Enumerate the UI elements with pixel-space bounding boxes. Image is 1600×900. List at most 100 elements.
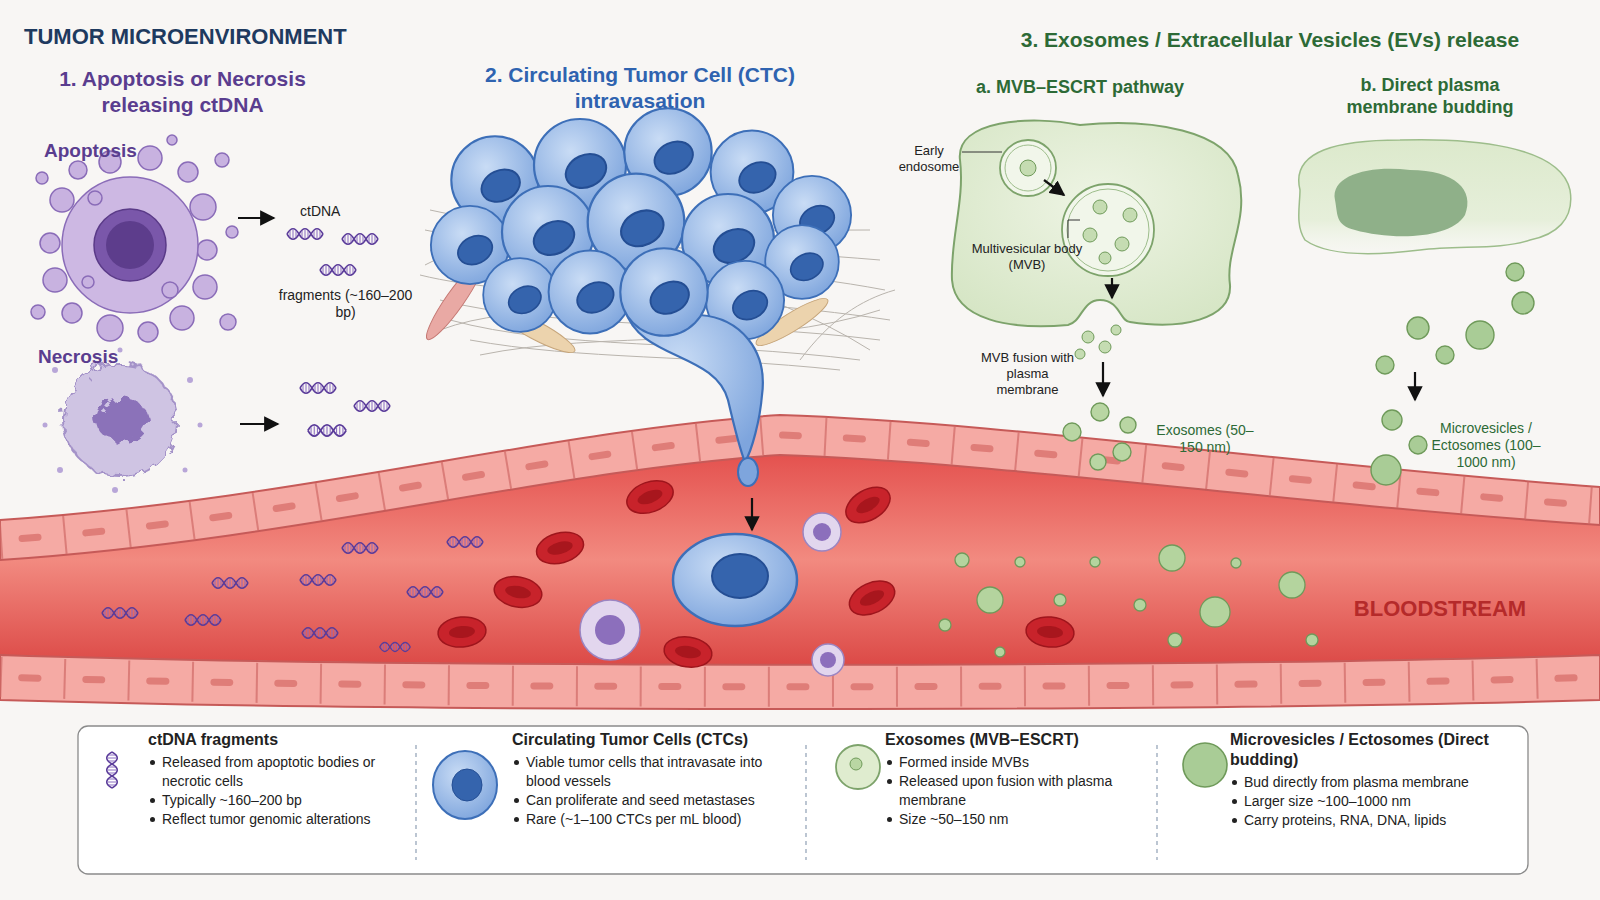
bullet-item: Size ~50–150 nm bbox=[885, 810, 1147, 829]
necrotic-cell-part-part bbox=[57, 467, 63, 473]
blood-vesicles-part bbox=[1159, 545, 1185, 571]
blood-vessel-part bbox=[0, 677, 1600, 687]
circulating-tumor-cell-part bbox=[673, 534, 797, 626]
summary-column: ctDNA fragmentsReleased from apoptotic b… bbox=[148, 730, 403, 829]
bullet-item: Carry proteins, RNA, DNA, lipids bbox=[1230, 811, 1515, 830]
blood-vesicles-part bbox=[1279, 572, 1305, 598]
process-arrows bbox=[238, 180, 1415, 530]
tumor-cells-part bbox=[738, 458, 758, 486]
process-arrows-part bbox=[238, 217, 274, 219]
bloodstream-band: BLOODSTREAM bbox=[1335, 596, 1545, 622]
released-ctdna bbox=[287, 229, 390, 436]
summary-panel-part bbox=[850, 758, 862, 770]
bullet-item: Bud directly from plasma membrane bbox=[1230, 773, 1515, 792]
apoptotic-cell-part bbox=[62, 303, 82, 323]
exosomes-part bbox=[1063, 423, 1081, 441]
summary-panel-part bbox=[107, 752, 118, 788]
process-arrows-part bbox=[240, 423, 278, 425]
structure-label: MVB fusion with plasma membrane bbox=[975, 350, 1080, 398]
mvb-cell-part-part bbox=[1093, 200, 1107, 214]
apoptotic-cell-part bbox=[138, 322, 158, 342]
microvesicles-part bbox=[1506, 263, 1524, 281]
microvesicles-part bbox=[1512, 292, 1534, 314]
red-blood-cells-part bbox=[1025, 615, 1075, 649]
red-blood-cells-part bbox=[662, 634, 714, 670]
blood-ctdna-part bbox=[407, 587, 443, 598]
subsection-heading: b. Direct plasma membrane budding bbox=[1320, 75, 1540, 119]
apoptotic-cell-part bbox=[170, 306, 194, 330]
column-heading: Microvesicles / Ectosomes (Direct buddin… bbox=[1230, 730, 1515, 770]
necrotic-cell-part-part bbox=[43, 423, 48, 428]
blood-vessel-part bbox=[0, 435, 1600, 540]
red-blood-cells-part bbox=[840, 480, 897, 530]
red-blood-cells-part bbox=[622, 475, 677, 520]
blood-vessel-part bbox=[0, 435, 1600, 540]
bullet-item: Rare (~1–100 CTCs per mL blood) bbox=[512, 810, 794, 829]
summary-panel-part bbox=[78, 726, 1528, 874]
mvb-cell-part-part bbox=[1083, 228, 1097, 242]
mvb-cell bbox=[952, 121, 1241, 359]
leader-lines bbox=[962, 152, 1080, 238]
cell-label: Necrosis bbox=[38, 345, 118, 368]
budding-cell bbox=[1299, 140, 1571, 254]
mvb-cell-part bbox=[1000, 140, 1056, 196]
tumor-cells bbox=[431, 108, 851, 486]
red-blood-cells bbox=[437, 475, 1075, 670]
microvesicles-part bbox=[1371, 455, 1401, 485]
apoptotic-cell-part bbox=[62, 177, 198, 313]
apoptotic-cell-part bbox=[226, 226, 238, 238]
blood-vessel bbox=[0, 415, 1600, 709]
section-heading: 3. Exosomes / Extracellular Vesicles (EV… bbox=[980, 27, 1560, 53]
apoptotic-cell-part bbox=[162, 282, 178, 298]
vesicle-label: Exosomes (50–150 nm) bbox=[1145, 422, 1265, 456]
microvesicles-part bbox=[1409, 436, 1427, 454]
mvb-cell-part-part bbox=[1082, 331, 1094, 343]
white-blood-cells-part bbox=[595, 615, 625, 645]
summary-panel-part bbox=[836, 745, 880, 789]
apoptotic-cell-part bbox=[215, 153, 229, 167]
bullet-item: Viable tumor cells that intravasate into… bbox=[512, 753, 794, 791]
apoptotic-cell-part bbox=[50, 188, 74, 212]
process-arrows-part bbox=[1044, 180, 1064, 195]
leader-lines-part bbox=[1068, 220, 1080, 238]
apoptotic-cell-part bbox=[36, 172, 48, 184]
blood-vesicles-part bbox=[1168, 633, 1182, 647]
mvb-cell-part-part bbox=[1075, 349, 1085, 359]
summary-panel-part bbox=[433, 751, 497, 819]
apoptotic-cell-part bbox=[190, 194, 216, 220]
blood-ctdna-part bbox=[212, 578, 248, 589]
apoptotic-cell bbox=[31, 135, 238, 342]
summary-panel-part-part bbox=[805, 745, 806, 860]
red-blood-cells-part bbox=[844, 574, 900, 621]
tumor-cells-part bbox=[549, 251, 632, 334]
fragment-label: fragments (~160–200 bp) bbox=[278, 287, 413, 321]
white-blood-cells-part bbox=[820, 652, 836, 668]
apoptotic-cell-part bbox=[88, 191, 102, 205]
column-heading: Exosomes (MVB–ESCRT) bbox=[885, 730, 1147, 750]
microvesicles-part bbox=[1436, 346, 1454, 364]
apoptotic-cell-part bbox=[69, 161, 87, 179]
mvb-cell-part bbox=[1062, 184, 1154, 276]
budding-cell-part bbox=[1335, 169, 1468, 236]
blood-ctdna bbox=[102, 537, 483, 652]
structure-label: Multivesicular body (MVB) bbox=[968, 241, 1086, 273]
necrotic-cell-part bbox=[64, 364, 176, 476]
blood-vesicles-part bbox=[1134, 599, 1146, 611]
necrotic-cell-part-part bbox=[198, 423, 203, 428]
blood-vesicles-part bbox=[1231, 558, 1241, 568]
mvb-cell-part bbox=[1067, 189, 1149, 271]
microvesicles-part bbox=[1466, 321, 1494, 349]
blood-vesicles-part bbox=[955, 553, 969, 567]
summary-panel-part-part bbox=[1156, 745, 1157, 860]
tumor-cells-part bbox=[483, 258, 557, 332]
apoptotic-cell-part bbox=[97, 315, 123, 341]
apoptotic-cell-part bbox=[40, 233, 60, 253]
summary-column: Circulating Tumor Cells (CTCs)Viable tum… bbox=[512, 730, 794, 829]
summary-column: Exosomes (MVB–ESCRT)Formed inside MVBsRe… bbox=[885, 730, 1147, 829]
mvb-cell-part-part bbox=[1111, 325, 1121, 335]
process-arrows-part bbox=[1111, 278, 1113, 298]
process-arrows-part bbox=[1102, 362, 1104, 396]
section-heading: 2. Circulating Tumor Cell (CTC) intravas… bbox=[450, 62, 830, 113]
blood-ctdna-part bbox=[380, 643, 411, 652]
